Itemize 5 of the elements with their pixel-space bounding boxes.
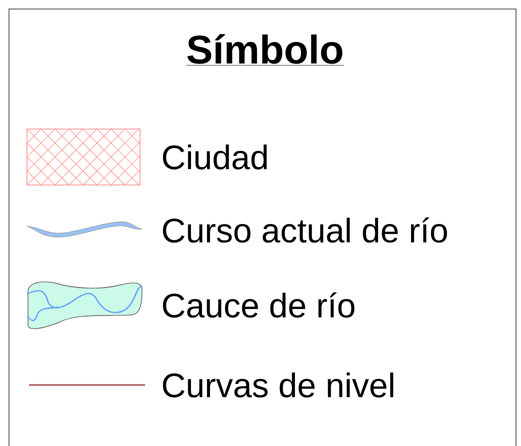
- legend-title: Símbolo: [186, 34, 344, 66]
- legend-label: Cauce de río: [162, 292, 354, 318]
- legend-label: Ciudad: [162, 144, 267, 170]
- legend-label: Curso actual de río: [162, 217, 447, 243]
- legend-label: Curvas de nivel: [162, 372, 394, 398]
